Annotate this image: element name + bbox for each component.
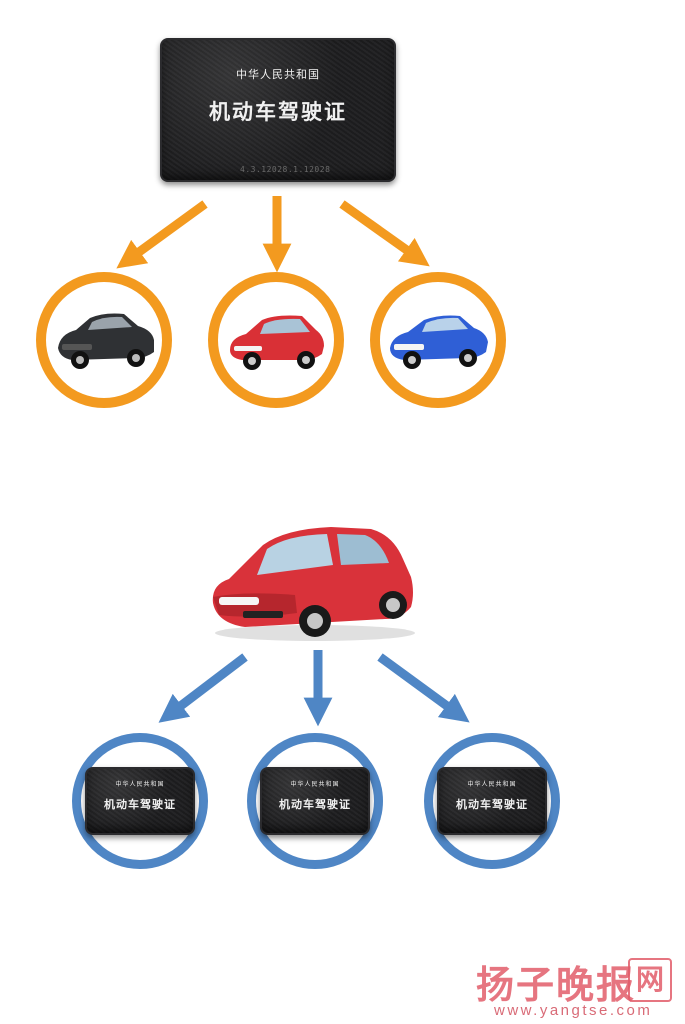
red-hatchback-icon [230, 315, 324, 370]
license-country-text: 中华人民共和国 [236, 68, 320, 81]
car-circle-1 [36, 272, 172, 408]
license-country-text: 中华人民共和国 [290, 781, 340, 788]
driver-license-small-3: 中华人民共和国 机动车驾驶证 [437, 767, 547, 835]
yangtse-logo: 扬子晚报 网 www.yangtse.com [468, 950, 673, 1020]
blue-sedan-icon [390, 315, 488, 369]
license-country-text: 中华人民共和国 [467, 781, 517, 788]
license-circle-2: 中华人民共和国 机动车驾驶证 [247, 733, 383, 869]
driver-license-main: 中华人民共和国 机动车驾驶证 4.3.12028.1.12028 [160, 38, 396, 182]
car-circle-2 [208, 272, 344, 408]
license-country-text: 中华人民共和国 [115, 781, 165, 788]
logo-url-text: www.yangtse.com [494, 1002, 653, 1019]
license-title-text: 机动车驾驶证 [279, 798, 351, 811]
license-title-text: 机动车驾驶证 [209, 99, 347, 124]
license-circle-3: 中华人民共和国 机动车驾驶证 [424, 733, 560, 869]
logo-name-text: 扬子晚报 [476, 962, 637, 1007]
license-title-text: 机动车驾驶证 [104, 798, 176, 811]
driver-license-small-2: 中华人民共和国 机动车驾驶证 [260, 767, 370, 835]
red-car-main-icon [212, 527, 415, 641]
arrow-left-orange [116, 200, 208, 269]
black-sedan-icon [58, 313, 154, 369]
car-circle-3 [370, 272, 506, 408]
driver-license-small-1: 中华人民共和国 机动车驾驶证 [85, 767, 195, 835]
arrow-left-blue [158, 653, 248, 723]
logo-badge-text: 网 [628, 958, 672, 1002]
arrow-right-orange [339, 200, 430, 267]
arrow-right-blue [377, 653, 470, 723]
license-title-text: 机动车驾驶证 [456, 798, 528, 811]
license-stamp-text: 4.3.12028.1.12028 [240, 165, 331, 174]
license-circle-1: 中华人民共和国 机动车驾驶证 [72, 733, 208, 869]
